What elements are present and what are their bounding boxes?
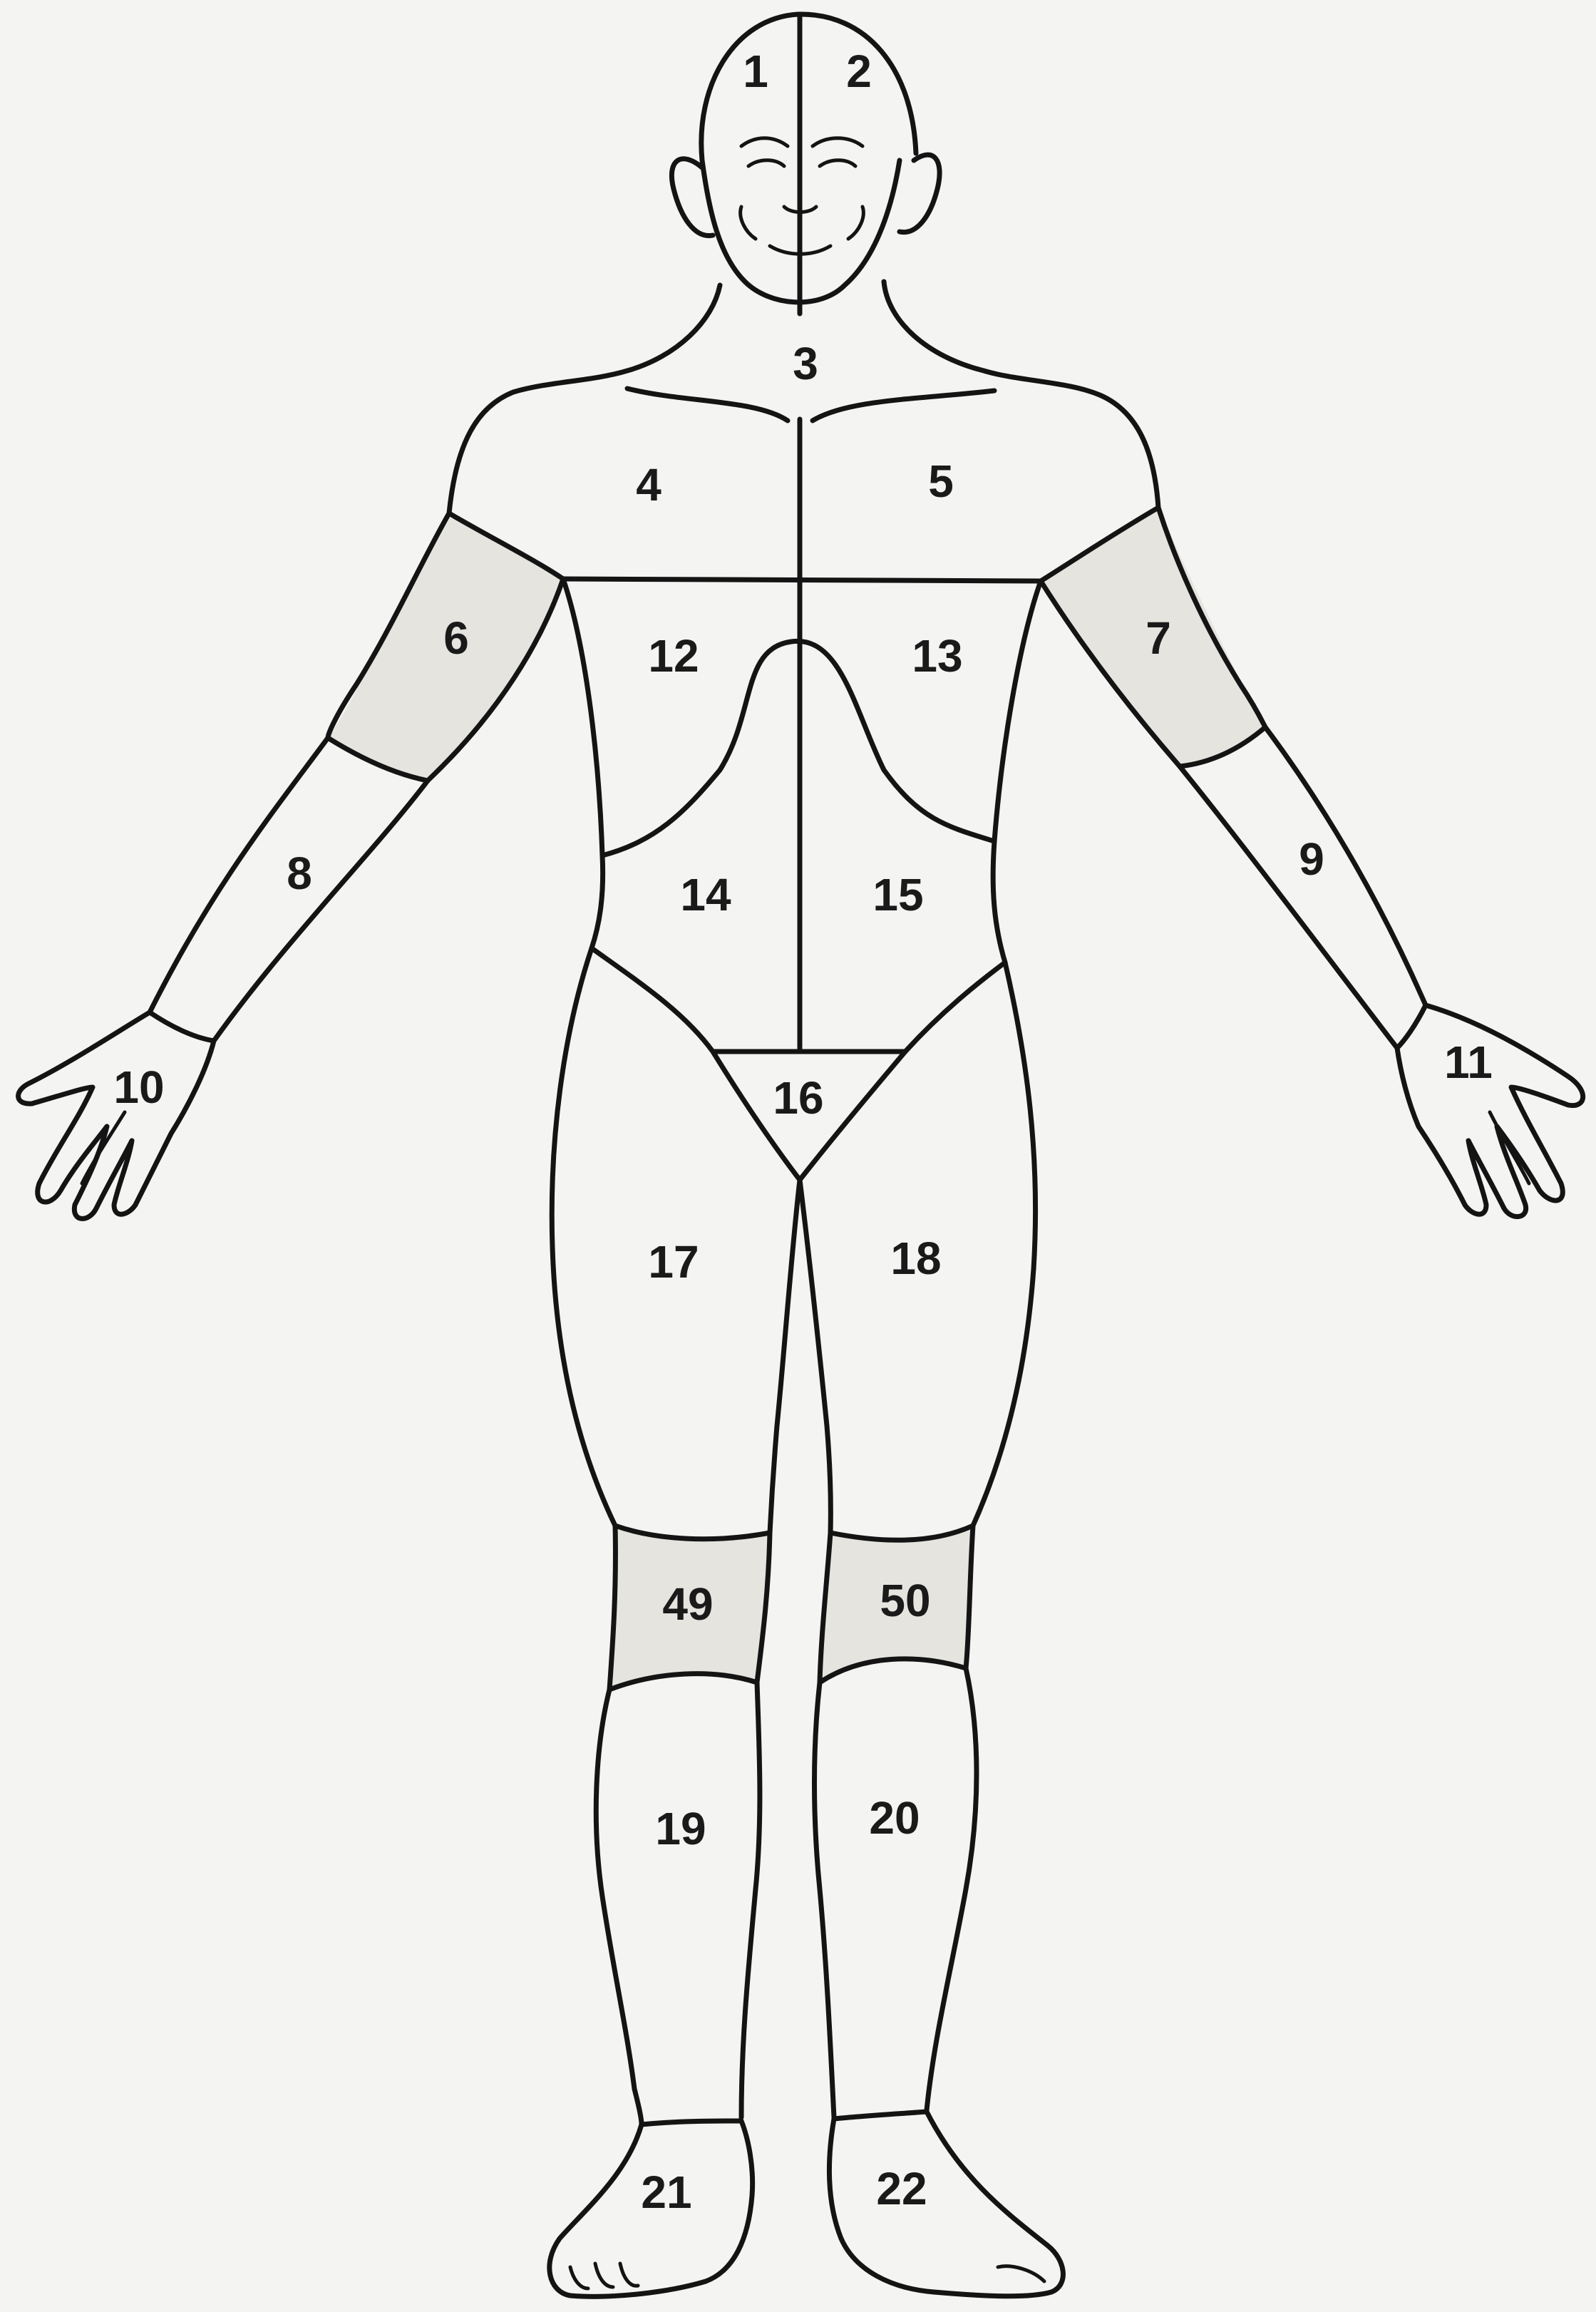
region-label-8: 8: [287, 848, 312, 899]
region-label-11: 11: [1444, 1037, 1493, 1088]
region-label-6: 6: [443, 612, 469, 664]
left-eyebrow: [741, 138, 788, 146]
right-wrist-band: [1397, 1005, 1426, 1048]
region-label-22: 22: [876, 2163, 927, 2214]
head-outline: [701, 14, 916, 302]
region-label-7: 7: [1145, 612, 1171, 664]
torso-right-side: [993, 581, 1041, 962]
region-label-50: 50: [880, 1575, 930, 1626]
left-toes: [570, 2264, 638, 2288]
left-wrist-band: [150, 1012, 214, 1041]
region-label-21: 21: [641, 2167, 691, 2218]
region-label-18: 18: [890, 1233, 941, 1284]
right-foot: [829, 2112, 1063, 2296]
region-label-2: 2: [846, 46, 872, 97]
torso-left-side: [563, 579, 603, 948]
region-label-12: 12: [648, 630, 699, 682]
region-label-4: 4: [636, 459, 661, 510]
region-label-9: 9: [1299, 833, 1324, 885]
region-label-3: 3: [793, 338, 818, 389]
region-label-16: 16: [773, 1072, 823, 1124]
right-ear: [900, 155, 939, 232]
region-label-49: 49: [662, 1578, 713, 1630]
region-label-5: 5: [928, 456, 954, 507]
neck-shoulder-outline: [449, 282, 1158, 513]
left-hand: [19, 1012, 214, 1218]
right-finger-line: [1490, 1112, 1529, 1183]
region-label-19: 19: [655, 1803, 706, 1854]
chest-line: [563, 579, 1041, 581]
left-eye: [748, 160, 784, 166]
left-cheek-fold: [741, 207, 756, 239]
region-label-1: 1: [743, 46, 768, 97]
region-label-15: 15: [872, 869, 923, 920]
region-label-17: 17: [648, 1236, 699, 1288]
region-label-10: 10: [113, 1062, 164, 1113]
region-label-13: 13: [912, 630, 962, 682]
left-ankle-band: [642, 2121, 741, 2125]
right-cheek-fold: [848, 207, 863, 239]
right-eye: [820, 160, 855, 166]
right-toe-detail: [998, 2266, 1044, 2281]
region-label-14: 14: [680, 869, 731, 920]
region-label-20: 20: [869, 1792, 920, 1844]
right-eyebrow: [813, 138, 863, 146]
collar-line: [627, 389, 994, 421]
right-ankle-band: [834, 2112, 927, 2119]
